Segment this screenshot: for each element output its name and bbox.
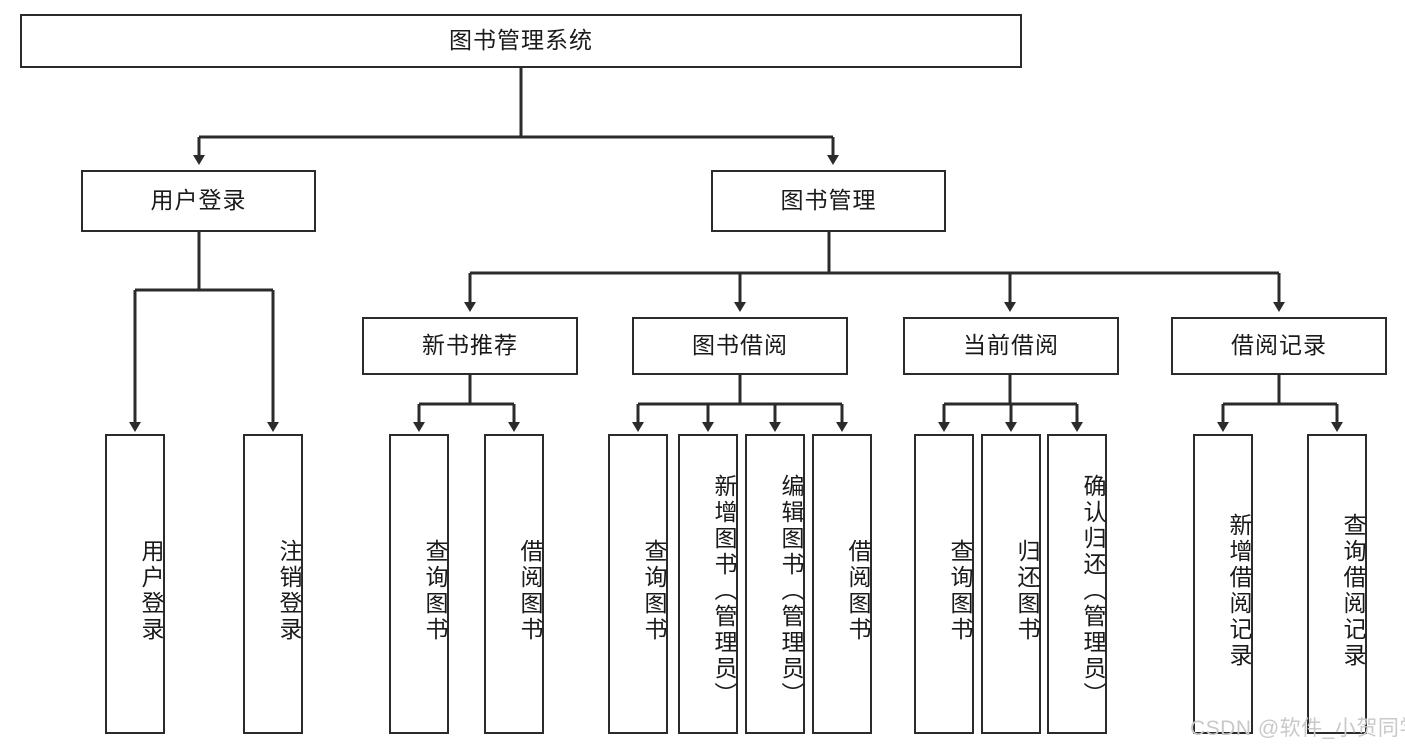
watermark-text: CSDN @软件_小贺同学 — [1190, 717, 1405, 740]
node-label: 图书借阅 — [692, 332, 788, 359]
node-current-borrow[interactable]: 当前借阅 — [903, 317, 1119, 375]
node-leaf-add-record[interactable]: 新增借阅记录 — [1193, 434, 1253, 734]
node-label: 查询借阅记录 — [1340, 513, 1366, 669]
node-label: 图书管理系统 — [449, 27, 593, 54]
node-leaf-query-book-3[interactable]: 查询图书 — [914, 434, 974, 734]
node-label: 用户登录 — [138, 539, 164, 643]
node-new-book-recommend[interactable]: 新书推荐 — [362, 317, 578, 375]
node-label: 查询图书 — [641, 539, 667, 643]
node-leaf-user-login[interactable]: 用户登录 — [105, 434, 165, 734]
node-leaf-confirm-return[interactable]: 确认归还（管理员） — [1047, 434, 1107, 734]
node-leaf-edit-book[interactable]: 编辑图书（管理员） — [745, 434, 805, 734]
node-label: 归还图书 — [1014, 539, 1040, 643]
node-leaf-query-book-2[interactable]: 查询图书 — [608, 434, 668, 734]
node-leaf-logout[interactable]: 注销登录 — [243, 434, 303, 734]
node-leaf-query-record[interactable]: 查询借阅记录 — [1307, 434, 1367, 734]
node-leaf-add-book[interactable]: 新增图书（管理员） — [678, 434, 738, 734]
node-label: 新书推荐 — [422, 332, 518, 359]
node-label: 确认归还（管理员） — [1080, 474, 1106, 708]
node-label: 新增借阅记录 — [1226, 513, 1252, 669]
node-label: 借阅记录 — [1231, 332, 1327, 359]
node-label: 借阅图书 — [845, 539, 871, 643]
node-label: 当前借阅 — [963, 332, 1059, 359]
node-borrow-record[interactable]: 借阅记录 — [1171, 317, 1387, 375]
node-label: 编辑图书（管理员） — [778, 474, 804, 708]
node-label: 新增图书（管理员） — [711, 474, 737, 708]
node-label: 查询图书 — [422, 539, 448, 643]
node-book-management[interactable]: 图书管理 — [711, 170, 946, 232]
node-label: 用户登录 — [150, 187, 247, 214]
node-leaf-return-book[interactable]: 归还图书 — [981, 434, 1041, 734]
node-label: 借阅图书 — [517, 539, 543, 643]
node-leaf-borrow-book-2[interactable]: 借阅图书 — [812, 434, 872, 734]
node-book-borrow[interactable]: 图书借阅 — [632, 317, 848, 375]
node-label: 查询图书 — [947, 539, 973, 643]
node-user-login[interactable]: 用户登录 — [81, 170, 316, 232]
node-label: 注销登录 — [276, 539, 302, 643]
node-leaf-borrow-book-1[interactable]: 借阅图书 — [484, 434, 544, 734]
node-book-management-system[interactable]: 图书管理系统 — [20, 14, 1022, 68]
node-leaf-query-book-1[interactable]: 查询图书 — [389, 434, 449, 734]
node-label: 图书管理 — [780, 187, 877, 214]
